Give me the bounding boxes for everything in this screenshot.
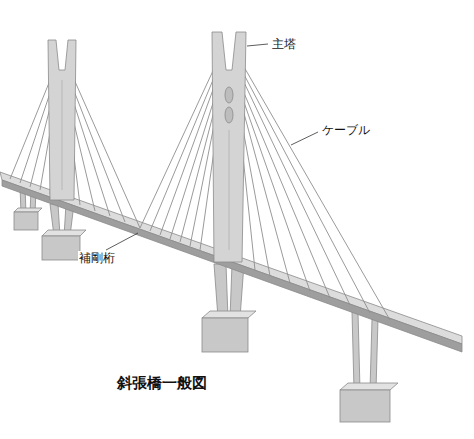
main-tower <box>48 32 246 262</box>
part-label: 主塔 <box>271 37 297 51</box>
pier <box>340 312 398 422</box>
leader-lines <box>106 44 318 250</box>
part-label: 補剛桁 <box>78 251 116 265</box>
pier <box>202 264 256 352</box>
part-label: ケーブル <box>321 123 371 137</box>
figure-caption: 斜張橋一般図 <box>117 374 207 392</box>
